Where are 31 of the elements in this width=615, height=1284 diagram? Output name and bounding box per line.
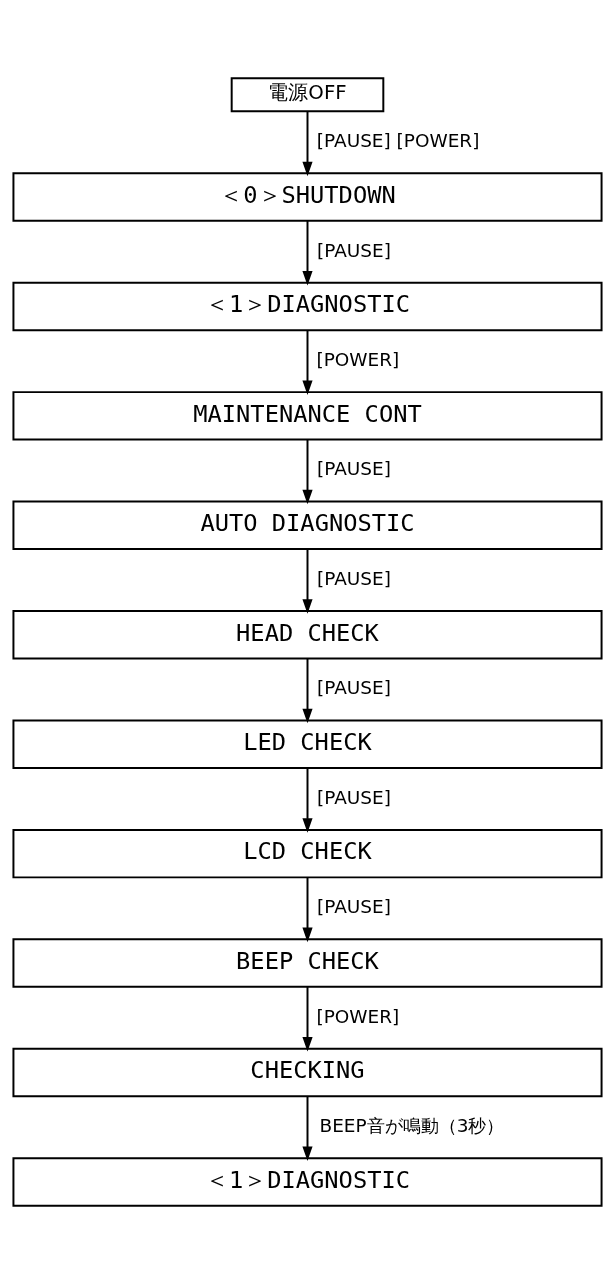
edge-label: [PAUSE] xyxy=(317,239,391,261)
arrow xyxy=(302,438,313,505)
node-box: AUTO DIAGNOSTIC xyxy=(12,500,603,550)
node-box: HEAD CHECK xyxy=(12,610,603,660)
node-box: MAINTENANCE CONT xyxy=(12,391,603,441)
arrow xyxy=(302,1095,313,1162)
edge-label: [POWER] xyxy=(316,349,400,371)
arrow xyxy=(302,986,313,1052)
edge-label: [PAUSE] xyxy=(317,567,391,589)
node-box: 電源OFF xyxy=(230,77,385,113)
arrow xyxy=(302,110,313,177)
edge-label: BEEP音が鳴動（3秒） xyxy=(319,1115,505,1137)
node-box: LED CHECK xyxy=(12,719,603,769)
node-box: LCD CHECK xyxy=(12,828,603,879)
node-box: ＜1＞DIAGNOSTIC xyxy=(12,281,603,332)
edge-label: [PAUSE] xyxy=(317,896,391,918)
edge-label: [POWER] xyxy=(316,1005,400,1027)
arrow xyxy=(302,657,313,724)
edge-label: [PAUSE] [POWER] xyxy=(316,130,480,152)
arrow xyxy=(302,548,313,614)
arrow xyxy=(302,767,313,833)
node-box: CHECKING xyxy=(12,1047,603,1098)
node-box: ＜0＞SHUTDOWN xyxy=(12,172,603,222)
node-box: ＜1＞DIAGNOSTIC xyxy=(12,1157,603,1207)
arrow xyxy=(302,329,313,395)
edge-label: [PAUSE] xyxy=(317,458,391,480)
edge-label: [PAUSE] xyxy=(317,786,391,808)
arrow xyxy=(302,219,313,286)
edge-label: [PAUSE] xyxy=(317,677,391,699)
arrow xyxy=(302,876,313,943)
node-box: BEEP CHECK xyxy=(12,938,603,988)
